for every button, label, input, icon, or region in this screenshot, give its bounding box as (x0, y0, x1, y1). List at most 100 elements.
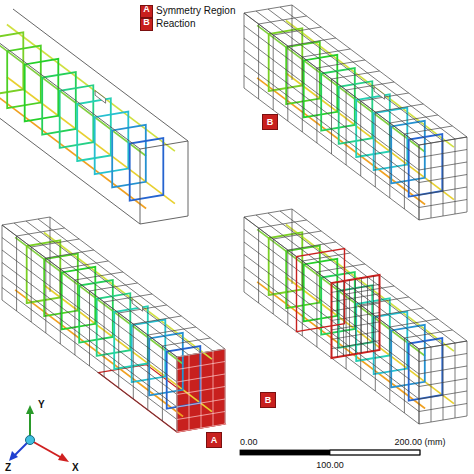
axis-label: X (72, 463, 79, 473)
axis-label: Y (38, 400, 45, 410)
scale-value: 100.00 (316, 461, 344, 470)
mesh-line (292, 5, 467, 137)
axis-triad (9, 405, 69, 462)
mesh-line (332, 303, 380, 311)
mesh-line (140, 141, 188, 149)
mesh-line (244, 13, 419, 145)
loading-plate (132, 299, 143, 312)
mesh-line (244, 38, 419, 170)
stirrup (0, 32, 23, 95)
longitudinal-rebar (7, 77, 175, 204)
longitudinal-rebar (7, 25, 175, 152)
mesh-line (177, 387, 225, 395)
mesh-line (177, 424, 225, 432)
mesh-line (244, 13, 419, 145)
mesh-line (2, 300, 177, 432)
longitudinal-rebar (257, 25, 425, 152)
mesh-line (419, 416, 467, 424)
callout-letter: B (265, 396, 272, 405)
mesh-line (361, 278, 362, 353)
reaction-plate (297, 249, 345, 332)
loading-plate (374, 87, 385, 100)
longitudinal-rebar (286, 225, 454, 352)
longitudinal-rebar (44, 233, 212, 360)
legend-text: Symmetry Region (156, 6, 235, 16)
mesh-line (244, 26, 419, 158)
mesh-line (419, 354, 467, 362)
callout-marker: A (206, 432, 222, 448)
callout-marker: B (260, 392, 276, 408)
longitudinal-rebar (257, 229, 425, 356)
legend-letter: B (143, 18, 150, 27)
mesh-line (244, 51, 419, 183)
mesh-line (0, 92, 140, 224)
mesh-line (292, 209, 293, 284)
scale-value: 200.00 (mm) (394, 438, 445, 447)
mesh-line (419, 150, 467, 158)
stirrup (409, 134, 443, 197)
longitudinal-rebar (15, 237, 183, 364)
reaction-plate (332, 275, 380, 358)
mesh-line (419, 379, 467, 387)
mesh-line (14, 223, 189, 355)
mesh-line (373, 276, 374, 351)
stirrup (409, 338, 443, 401)
mesh-line (419, 175, 467, 183)
mesh-line (292, 5, 293, 80)
longitudinal-rebar (257, 78, 425, 205)
mesh-line (188, 141, 189, 216)
mesh-line (419, 187, 467, 195)
callout-letter: A (211, 436, 218, 445)
mesh-line (50, 217, 225, 349)
mesh-line (268, 9, 443, 141)
stirrup (167, 346, 201, 409)
mesh-line (419, 162, 467, 170)
mesh-line (419, 137, 467, 145)
mesh-line (177, 412, 225, 420)
mesh-line (332, 284, 380, 292)
mesh-line (244, 88, 419, 220)
mesh-line (2, 225, 177, 357)
loading-plate (95, 91, 106, 104)
mesh-line (2, 288, 177, 420)
mesh-line (2, 225, 177, 357)
longitudinal-rebar (257, 282, 425, 409)
scale-value: 0.00 (240, 438, 258, 447)
mesh-line (2, 238, 177, 370)
mesh-line (244, 267, 419, 399)
mesh-line (177, 399, 225, 407)
mesh-line (2, 263, 177, 395)
mesh-line (355, 279, 356, 354)
mesh-line (367, 277, 368, 352)
mesh-line (140, 216, 188, 224)
mesh-line (419, 391, 467, 399)
mesh-line (244, 63, 419, 195)
callout-marker: B (262, 114, 278, 130)
mesh-line (419, 200, 467, 208)
mesh-line (244, 255, 419, 387)
legend-text: Reaction (156, 19, 195, 29)
mesh-line (332, 294, 380, 302)
mesh-line (244, 242, 419, 374)
mesh-line (177, 374, 225, 382)
mesh-line (2, 275, 177, 407)
mesh-line (177, 362, 225, 370)
callout-letter: B (267, 118, 274, 127)
mesh-line (280, 7, 455, 139)
mesh-line (0, 17, 140, 149)
mesh-line (38, 219, 213, 351)
stirrup (130, 138, 164, 201)
legend-letter: A (143, 5, 150, 14)
mesh-line (50, 217, 51, 292)
mesh-line (244, 230, 419, 362)
mesh-line (26, 221, 201, 353)
mesh-line (419, 404, 467, 412)
mesh-line (419, 212, 467, 220)
mesh-line (256, 11, 431, 143)
mesh-line (2, 250, 177, 382)
longitudinal-rebar (15, 290, 183, 417)
mesh-line (419, 341, 467, 349)
mesh-line (177, 349, 225, 357)
